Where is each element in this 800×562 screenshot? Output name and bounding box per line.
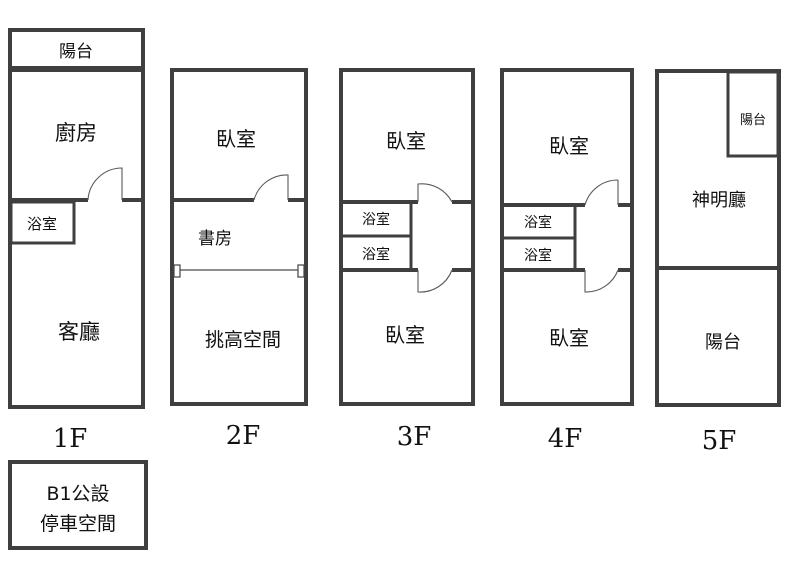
floor-5f: 陽台 神明廳 陽台: [655, 69, 781, 407]
f2-outer-wall: [170, 68, 308, 406]
basement-line-1: B1公設: [46, 483, 109, 505]
f2-door-icon: [253, 174, 289, 201]
f3-door-icon-top: [417, 183, 453, 203]
f1-bath-wall: [9, 200, 76, 245]
f3-bedroom-bottom-label: 臥室: [385, 323, 425, 347]
f1-door-icon: [87, 167, 123, 201]
f4-door-icon-top: [584, 179, 619, 206]
f2-railing-post-right: [297, 264, 305, 278]
f3-door-icon-bottom: [417, 269, 453, 293]
f4-bedroom-bottom-label: 臥室: [549, 326, 589, 350]
f3-bedroom-top-label: 臥室: [386, 129, 426, 153]
floor-4f: 臥室 浴室 浴室 臥室: [500, 68, 634, 406]
floor-label-3f: 3F: [397, 422, 432, 452]
f5-small-balcony-wall: [726, 70, 780, 158]
f5-outer-wall: [655, 69, 781, 407]
f4-bedroom-top-label: 臥室: [549, 134, 589, 158]
floor-label-1f: 1F: [53, 424, 88, 454]
f1-balcony-label: 陽台: [59, 42, 93, 62]
f4-bath-2-label: 浴室: [524, 247, 552, 264]
f5-balcony-small-label: 陽台: [740, 113, 766, 128]
floor-2f: 臥室 書房 挑高空間: [170, 68, 308, 406]
floor-3f: 臥室 浴室 浴室 臥室: [339, 68, 475, 406]
f2-bedroom-label: 臥室: [216, 127, 256, 151]
floor-label-5f: 5F: [702, 426, 737, 456]
f1-living-label: 客廳: [58, 320, 100, 344]
f3-outer-wall: [339, 68, 475, 406]
f3-bath-2-label: 浴室: [362, 246, 390, 263]
f1-bath-label: 浴室: [27, 215, 57, 233]
f2-void-label: 挑高空間: [205, 329, 281, 351]
f4-door-icon-bottom: [584, 269, 619, 293]
f1-kitchen-label: 廚房: [55, 121, 97, 145]
f5-shrine-hall-label: 神明廳: [692, 190, 746, 211]
f2-study-label: 書房: [198, 229, 232, 249]
f5-balcony-label: 陽台: [705, 332, 741, 353]
f3-bath-1-label: 浴室: [362, 211, 390, 228]
f4-bath-1-label: 浴室: [524, 214, 552, 231]
f2-railing-post-left: [173, 264, 181, 278]
basement-line-2: 停車空間: [40, 513, 116, 535]
basement-wall: [8, 460, 148, 550]
floor-label-2f: 2F: [226, 421, 261, 451]
floor-1f: 陽台 廚房 浴室 客廳: [8, 28, 145, 409]
basement-box: B1公設 停車空間: [8, 460, 148, 550]
floor-label-4f: 4F: [548, 424, 583, 454]
f4-outer-wall: [500, 68, 634, 406]
